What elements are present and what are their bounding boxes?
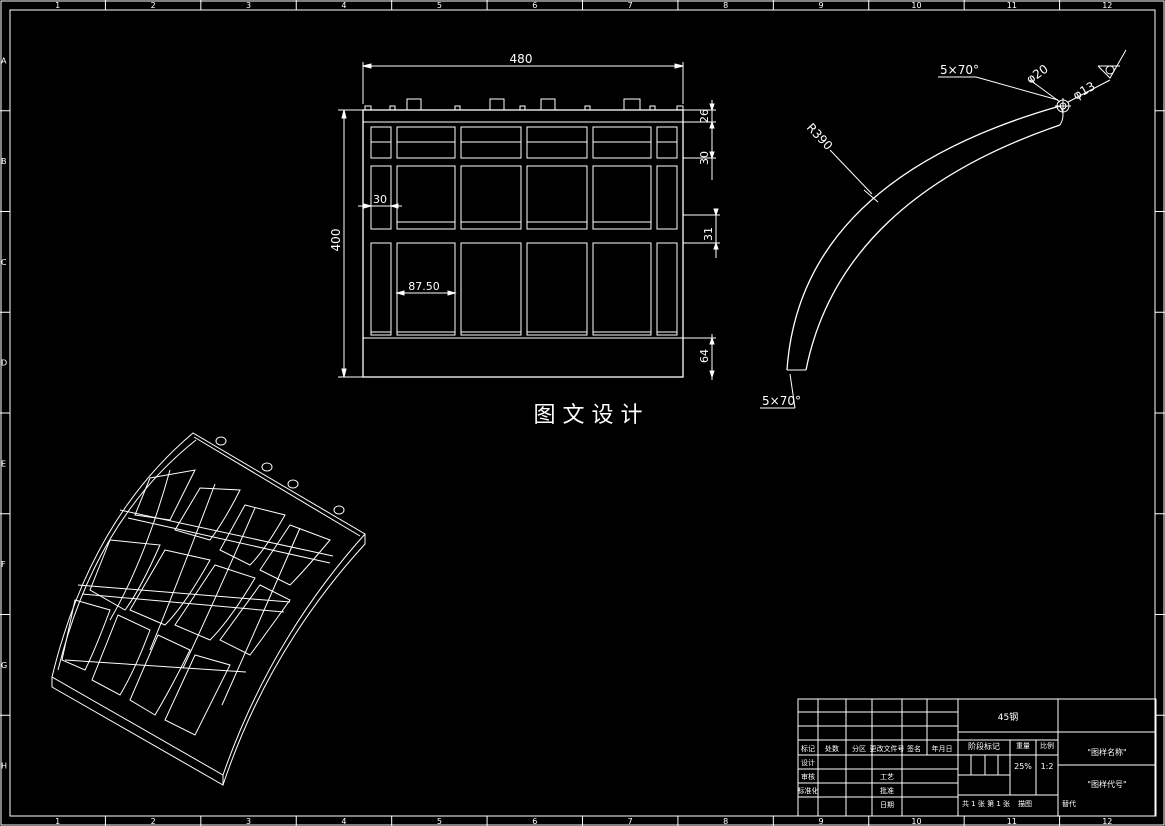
zone-label-top: 7	[628, 1, 633, 10]
zone-label-bottom: 8	[723, 817, 728, 826]
zone-label-left: B	[1, 157, 7, 166]
title-weight-value: 25%	[1014, 762, 1032, 771]
zone-label-left: A	[1, 56, 7, 65]
zone-label-left: E	[1, 459, 6, 468]
title-block: 45钢 "图样名称" "图样代号" 阶段标记 重量 比例 25% 1:2 共 1…	[797, 698, 1157, 817]
title-header-label-2: 分区	[852, 744, 866, 753]
title-drawing-name: "图样名称"	[1087, 747, 1126, 757]
zone-label-top: 5	[437, 1, 442, 10]
hole-outer-label: φ20	[1024, 62, 1051, 87]
title-header-label-3: 更改文件号	[870, 744, 905, 753]
title-header-label-4: 签名	[907, 744, 921, 753]
zone-label-left: F	[1, 560, 6, 569]
title-header-label-5: 年月日	[932, 744, 953, 753]
watermark-text: 图 文 设 计	[534, 403, 643, 428]
title-scale-value: 1:2	[1041, 762, 1054, 771]
front-view: 480 400 26 30 31 64	[329, 52, 720, 380]
dim-bottom: 64	[698, 349, 711, 363]
zone-label-top: 2	[151, 1, 156, 10]
zone-label-bottom: 5	[437, 817, 442, 826]
title-row-label-0: 设计	[801, 758, 815, 767]
zone-label-top: 3	[246, 1, 251, 10]
zone-label-left: D	[1, 359, 7, 368]
zone-label-bottom: 9	[818, 817, 823, 826]
title-row-label-5: 日期	[880, 801, 894, 809]
title-row-label-1: 审核	[801, 772, 815, 781]
zone-label-left: G	[1, 661, 7, 670]
title-material: 45钢	[998, 711, 1018, 723]
dim-row1: 30	[698, 151, 711, 165]
zone-label-left: H	[1, 762, 7, 771]
zone-label-bottom: 1	[55, 817, 60, 826]
dim-gap: 31	[702, 227, 715, 241]
zone-label-bottom: 6	[532, 817, 537, 826]
title-bottom-extra-1: 描图	[1018, 799, 1032, 808]
zone-label-top: 10	[911, 1, 921, 10]
dim-width-480: 480	[510, 52, 533, 66]
title-drawing-code: "图样代号"	[1087, 779, 1126, 789]
zone-label-bottom: 11	[1007, 817, 1017, 826]
title-sheets-text: 共 1 张 第 1 张	[962, 799, 1010, 808]
title-header-label-0: 标记	[801, 744, 815, 753]
hole-inner-label: φ13	[1071, 79, 1098, 103]
title-header-label-1: 处数	[825, 744, 839, 753]
zone-label-left: C	[1, 258, 7, 267]
chamfer-bottom-label: 5×70°	[762, 394, 801, 408]
zone-label-top: 12	[1102, 1, 1112, 10]
dim-radius-r390: R390	[804, 120, 836, 152]
zone-label-bottom: 2	[151, 817, 156, 826]
title-bottom-extra-2: 替代	[1062, 799, 1076, 808]
zone-label-bottom: 10	[911, 817, 921, 826]
zone-label-top: 1	[55, 1, 60, 10]
zone-label-top: 8	[723, 1, 728, 10]
zone-label-bottom: 7	[628, 817, 633, 826]
zone-label-top: 6	[532, 1, 537, 10]
title-row-label-3: 工艺	[880, 773, 894, 781]
title-stage-label: 阶段标记	[968, 741, 1000, 751]
title-weight-label: 重量	[1016, 742, 1030, 750]
chamfer-top-label: 5×70°	[940, 63, 979, 77]
zone-label-top: 11	[1007, 1, 1017, 10]
side-view-arc: R390 5×70° φ20 φ13 5×70°	[760, 49, 1127, 409]
zone-label-bottom: 3	[246, 817, 251, 826]
zone-label-top: 4	[341, 1, 346, 10]
zone-label-bottom: 12	[1102, 817, 1112, 826]
dim-cell-87-50: 87.50	[408, 280, 440, 293]
dim-top-rib: 26	[698, 109, 711, 123]
dim-side-30: 30	[373, 193, 387, 206]
title-row-label-4: 批准	[880, 786, 894, 795]
isometric-view	[51, 432, 366, 786]
dim-height-400: 400	[329, 229, 343, 252]
title-scale-label: 比例	[1040, 741, 1054, 750]
zone-label-bottom: 4	[341, 817, 346, 826]
zone-label-top: 9	[818, 1, 823, 10]
title-row-label-2: 标准化	[798, 786, 819, 795]
